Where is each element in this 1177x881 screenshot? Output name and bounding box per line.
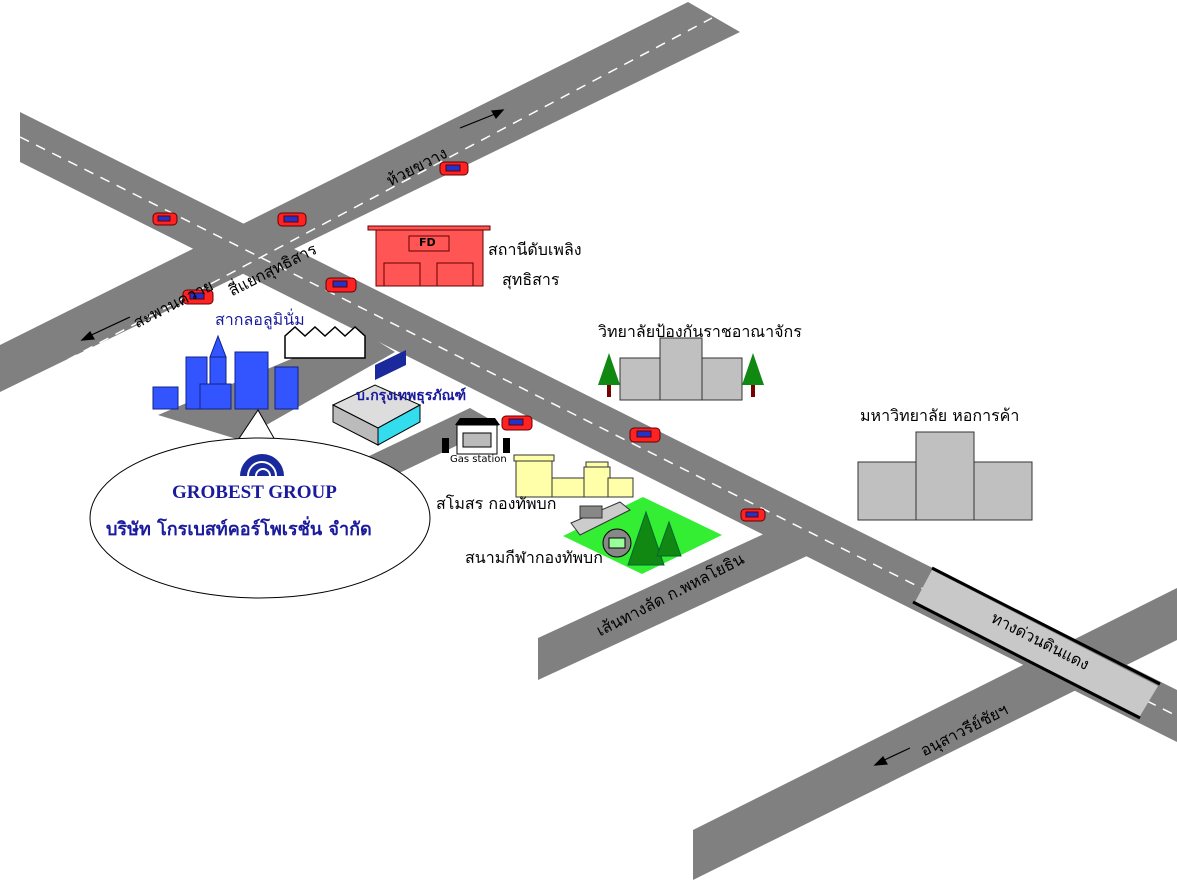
- cars: [152, 161, 766, 522]
- city-buildings-icon: [152, 334, 299, 410]
- university-building-icon: [857, 431, 1033, 521]
- grobest-logo-icon: [240, 454, 284, 477]
- fire-station-label-2: สุทธิสาร: [502, 270, 560, 289]
- gas-station-icon: [442, 418, 510, 455]
- lane-line: [19, 17, 713, 386]
- police-college-label: วิทยาลัยป้องกันราชอาณาจักร: [598, 322, 802, 341]
- college-building-icon: [598, 337, 764, 401]
- gas-station-label: Gas station: [450, 454, 507, 465]
- turn-left-sign-icon: [375, 350, 406, 380]
- company-callout: [89, 437, 431, 599]
- company-name-en: GROBEST GROUP: [172, 482, 337, 503]
- direction-arrows: [80, 109, 911, 766]
- fire-station-sign: FD: [419, 236, 436, 249]
- company-name-th: บริษัท โกรเบสท์คอร์โพเรชั่น จำกัด: [106, 519, 372, 540]
- army-club-icon: [513, 454, 634, 498]
- fire-station-label-1: สถานีดับเพลิง: [488, 240, 582, 259]
- expressway-tunnel: [912, 566, 1161, 720]
- sakol-aluminium-label: สากลอลูมินั่ม: [215, 310, 305, 329]
- office-building-icon: [331, 384, 422, 446]
- army-stadium-icon: [563, 497, 722, 574]
- road-sutthisan: [20, 112, 1177, 742]
- fire-station-icon: [367, 225, 491, 287]
- army-stadium-label: สนามกีฬากองทัพบก: [465, 548, 603, 567]
- army-club-label: สโมสร กองทัพบก: [436, 494, 557, 513]
- utcc-label: มหาวิทยาลัย หอการค้า: [860, 406, 1020, 425]
- bangkok-thurakhan-label: บ.กรุงเทพธุรภัณฑ์: [356, 388, 467, 404]
- townhouses-icon: [284, 325, 366, 359]
- road-phahon-shortcut: [538, 522, 820, 680]
